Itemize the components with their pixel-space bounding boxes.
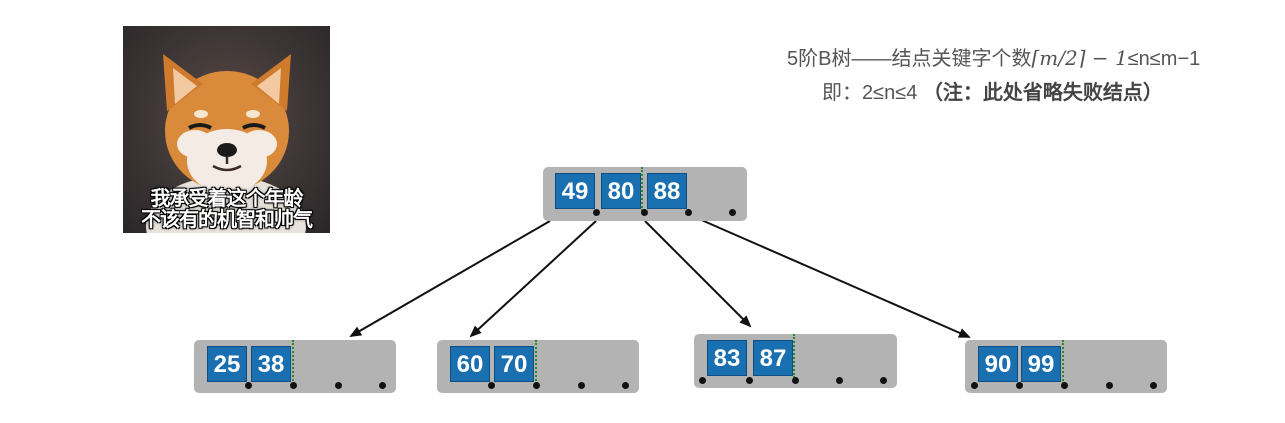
child1-pointer-1 bbox=[245, 382, 252, 389]
child1-key-2: 38 bbox=[251, 346, 291, 382]
shiba-meme-image: 我承受着这个年龄 不该有的机智和帅气 bbox=[123, 26, 330, 233]
child4-divider bbox=[1062, 340, 1064, 384]
child-node-1: 25 38 bbox=[194, 340, 396, 393]
child1-divider bbox=[292, 340, 294, 384]
child4-pointer-1 bbox=[971, 382, 978, 389]
child2-divider bbox=[535, 340, 537, 384]
child4-pointer-3 bbox=[1061, 382, 1068, 389]
title-formula: ⌈m/2⌉ − 1 bbox=[1031, 46, 1128, 70]
root-pointer-4 bbox=[729, 209, 736, 216]
root-node: 49 80 88 bbox=[543, 167, 747, 221]
child1-pointer-3 bbox=[335, 382, 342, 389]
title-suffix: ≤n≤m−1 bbox=[1127, 48, 1201, 70]
subtitle-range: 即：2≤n≤4 bbox=[822, 82, 923, 104]
btree-range-subtitle: 即：2≤n≤4 （注：此处省略失败结点） bbox=[822, 76, 1163, 105]
root-pointer-2 bbox=[641, 209, 648, 216]
root-divider bbox=[641, 167, 643, 211]
child1-key-1: 25 bbox=[207, 346, 247, 382]
child3-pointer-2 bbox=[746, 377, 753, 384]
root-key-2: 80 bbox=[601, 173, 641, 209]
child-node-3: 83 87 bbox=[694, 334, 897, 388]
edge-root-child4 bbox=[689, 214, 971, 338]
edge-root-child1 bbox=[349, 220, 551, 338]
child2-pointer-4 bbox=[622, 382, 629, 389]
root-pointer-3 bbox=[685, 209, 692, 216]
child3-divider bbox=[793, 334, 795, 378]
child2-key-1: 60 bbox=[450, 346, 490, 382]
root-key-1: 49 bbox=[555, 173, 595, 209]
child4-pointer-5 bbox=[1150, 382, 1157, 389]
child4-key-1: 90 bbox=[978, 346, 1018, 382]
root-key-3: 88 bbox=[647, 173, 687, 209]
meme-caption-line1: 我承受着这个年龄 bbox=[150, 186, 304, 210]
root-pointer-1 bbox=[593, 209, 600, 216]
child3-pointer-5 bbox=[880, 377, 887, 384]
subtitle-note: （注：此处省略失败结点） bbox=[922, 82, 1163, 104]
child4-key-2: 99 bbox=[1021, 346, 1061, 382]
child2-key-2: 70 bbox=[494, 346, 534, 382]
child4-pointer-4 bbox=[1106, 382, 1113, 389]
child3-pointer-3 bbox=[792, 377, 799, 384]
title-prefix: 5阶B树——结点关键字个数 bbox=[787, 48, 1032, 70]
child3-pointer-1 bbox=[699, 377, 706, 384]
child2-pointer-1 bbox=[488, 382, 495, 389]
child3-key-1: 83 bbox=[707, 340, 747, 376]
child2-pointer-3 bbox=[578, 382, 585, 389]
edge-root-child2 bbox=[469, 220, 597, 338]
child1-pointer-4 bbox=[379, 382, 386, 389]
child1-pointer-2 bbox=[290, 382, 297, 389]
shiba-dog-icon bbox=[146, 54, 306, 233]
meme-caption-line2: 不该有的机智和帅气 bbox=[141, 207, 313, 231]
btree-order-title: 5阶B树——结点关键字个数⌈m/2⌉ − 1≤n≤m−1 bbox=[787, 42, 1277, 71]
child-node-4: 90 99 bbox=[965, 340, 1167, 393]
child3-key-2: 87 bbox=[753, 340, 793, 376]
child4-pointer-2 bbox=[1016, 382, 1023, 389]
edge-root-child3 bbox=[644, 220, 752, 328]
child2-pointer-2 bbox=[533, 382, 540, 389]
child-node-2: 60 70 bbox=[437, 340, 639, 393]
child3-pointer-4 bbox=[836, 377, 843, 384]
